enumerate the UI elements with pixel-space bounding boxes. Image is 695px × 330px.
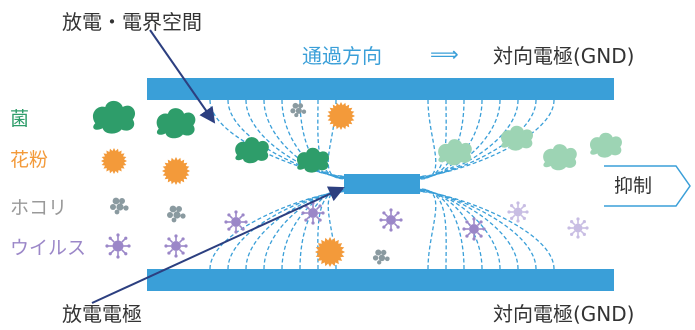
bacteria-icon xyxy=(296,147,330,173)
bacteria-suppressed-icon xyxy=(589,132,623,158)
dust-icon xyxy=(167,205,186,223)
virus-icon xyxy=(379,208,403,232)
field-line xyxy=(419,189,465,270)
virus-icon xyxy=(224,210,248,234)
counter-electrode-top xyxy=(147,78,614,100)
field-line xyxy=(419,99,437,180)
field-line xyxy=(419,188,437,270)
field-line xyxy=(327,99,345,180)
double-arrow-right-icon: ⟹ xyxy=(430,42,459,66)
pointer-discharge-field xyxy=(149,29,216,124)
pollen-icon xyxy=(327,102,355,130)
field-line xyxy=(419,99,537,178)
suppress-label: 抑制 xyxy=(614,175,653,197)
dust-icon xyxy=(290,102,307,118)
virus-icon xyxy=(105,233,131,259)
pollen-icon xyxy=(101,148,127,174)
bacteria-suppressed-icon xyxy=(500,125,534,151)
legend-pollen-label: 花粉 xyxy=(10,149,49,171)
field-line xyxy=(419,99,519,178)
field-line xyxy=(419,189,501,270)
virus-icon xyxy=(164,234,188,258)
discharge-field-label: 放電・電界空間 xyxy=(62,10,202,34)
pollen-icon xyxy=(162,157,190,185)
bacteria-suppressed-icon xyxy=(543,144,577,171)
field-line xyxy=(245,99,345,178)
field-line xyxy=(263,190,345,270)
discharge-electrode xyxy=(344,174,420,194)
field-line xyxy=(263,99,345,178)
bacteria-icon xyxy=(92,100,136,134)
counter-electrode-bottom xyxy=(147,269,614,291)
field-line xyxy=(419,99,555,177)
discharge-electrode-label: 放電電極 xyxy=(62,302,142,326)
field-line xyxy=(209,191,345,270)
legend-virus-label: ウイルス xyxy=(10,237,87,259)
particles xyxy=(92,100,623,267)
field-line xyxy=(419,191,555,270)
virus-icon xyxy=(462,217,486,241)
flow-direction-label: 通過方向 xyxy=(302,44,382,68)
legend-bacteria-label: 菌 xyxy=(10,108,30,130)
legend-dust-label: ホコリ xyxy=(10,197,68,219)
dust-icon xyxy=(110,197,129,215)
counter-electrode-top-label: 対向電極(GND) xyxy=(493,44,635,68)
field-line xyxy=(227,190,345,270)
field-line xyxy=(327,188,345,270)
field-line xyxy=(419,190,537,270)
virus-suppressed-icon xyxy=(507,201,529,223)
field-line xyxy=(419,190,519,270)
pointer-discharge-electrode xyxy=(91,186,345,304)
field-line xyxy=(419,99,483,179)
field-line xyxy=(227,99,345,178)
bacteria-icon xyxy=(156,108,196,139)
suppress-arrow-icon xyxy=(604,165,691,207)
bacteria-suppressed-icon xyxy=(438,139,472,166)
virus-suppressed-icon xyxy=(567,217,589,239)
bacteria-icon xyxy=(235,137,269,164)
dust-icon xyxy=(372,249,390,265)
field-line xyxy=(419,99,501,179)
pollen-icon xyxy=(315,237,345,267)
counter-electrode-bottom-label: 対向電極(GND) xyxy=(493,302,635,326)
electric-field-lines xyxy=(209,99,555,270)
